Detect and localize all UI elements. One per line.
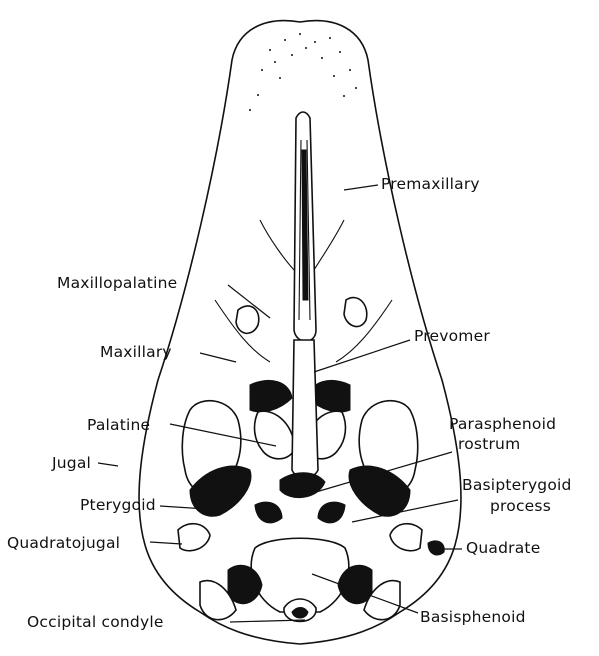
label-occipital-condyle: Occipital condyle bbox=[27, 613, 164, 631]
label-quadrate: Quadrate bbox=[466, 539, 540, 557]
label-jugal: Jugal bbox=[51, 454, 91, 472]
label-basisphenoid: Basisphenoid bbox=[420, 608, 526, 626]
label-maxillopalatine: Maxillopalatine bbox=[57, 274, 177, 292]
label-parasphenoid-line1: Parasphenoid bbox=[449, 415, 556, 433]
occipital-condyle-dark bbox=[292, 608, 308, 619]
label-basipterygoid-line2: process bbox=[490, 497, 551, 515]
label-maxillary: Maxillary bbox=[100, 343, 172, 361]
label-prevomer: Prevomer bbox=[414, 327, 490, 345]
maxillopalatine-left-opening bbox=[236, 306, 259, 333]
label-premaxillary: Premaxillary bbox=[381, 175, 480, 193]
label-palatine: Palatine bbox=[87, 416, 150, 434]
label-parasphenoid-line2: rostrum bbox=[458, 435, 520, 453]
maxillopalatine-right-opening bbox=[344, 298, 367, 327]
label-pterygoid: Pterygoid bbox=[80, 496, 156, 514]
label-quadratojugal: Quadratojugal bbox=[7, 534, 120, 552]
label-basipterygoid-line1: Basipterygoid bbox=[462, 476, 572, 494]
parasphenoid-rostrum bbox=[292, 340, 318, 478]
